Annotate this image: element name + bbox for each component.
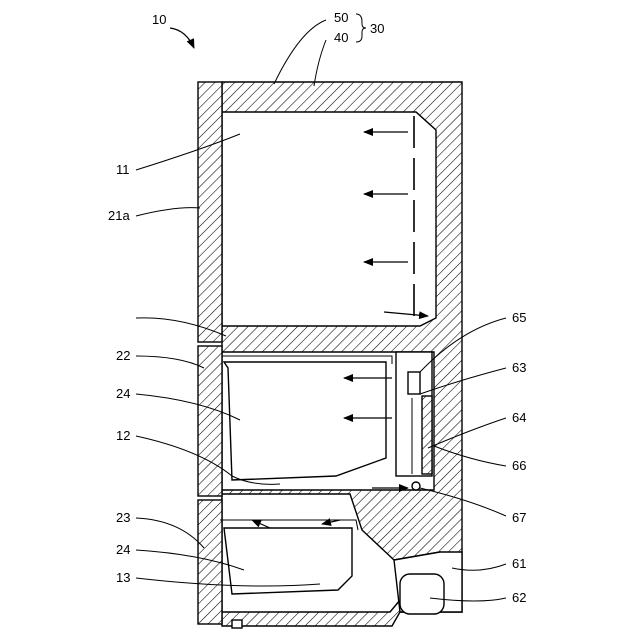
leader-21a [136, 208, 200, 216]
brace-30 [356, 14, 366, 42]
leader-23 [136, 518, 204, 548]
ref-12: 12 [116, 428, 130, 443]
ref-40: 40 [334, 30, 348, 45]
ref-23: 23 [116, 510, 130, 525]
cooler-64-hatched [422, 396, 432, 474]
ref-24-lower: 24 [116, 542, 130, 557]
leader-50 [274, 20, 326, 84]
ref-62: 62 [512, 590, 526, 605]
fan-63 [408, 372, 420, 394]
ref-10: 10 [152, 12, 166, 27]
ref-50: 50 [334, 10, 348, 25]
leader-22 [136, 356, 204, 368]
ref-63: 63 [512, 360, 526, 375]
ref-21a: 21a [108, 208, 130, 223]
ref-30: 30 [370, 21, 384, 36]
upper-compartment-cavity [222, 112, 436, 326]
ref-67: 67 [512, 510, 526, 525]
ref-11: 11 [116, 162, 130, 177]
container-24-lower [224, 528, 352, 594]
ref-66: 66 [512, 458, 526, 473]
leader-10 [170, 28, 194, 48]
cabinet-foot [232, 620, 242, 628]
door-middle-22 [198, 346, 222, 496]
container-24-upper [224, 362, 386, 480]
compressor-62 [400, 574, 444, 614]
leader-40 [314, 40, 326, 86]
ref-65: 65 [512, 310, 526, 325]
ref-64: 64 [512, 410, 526, 425]
ref-13: 13 [116, 570, 130, 585]
ref-22: 22 [116, 348, 130, 363]
damper-67 [412, 482, 420, 490]
ref-61: 61 [512, 556, 526, 571]
door-upper-21a [198, 82, 222, 342]
ref-24-upper: 24 [116, 386, 130, 401]
